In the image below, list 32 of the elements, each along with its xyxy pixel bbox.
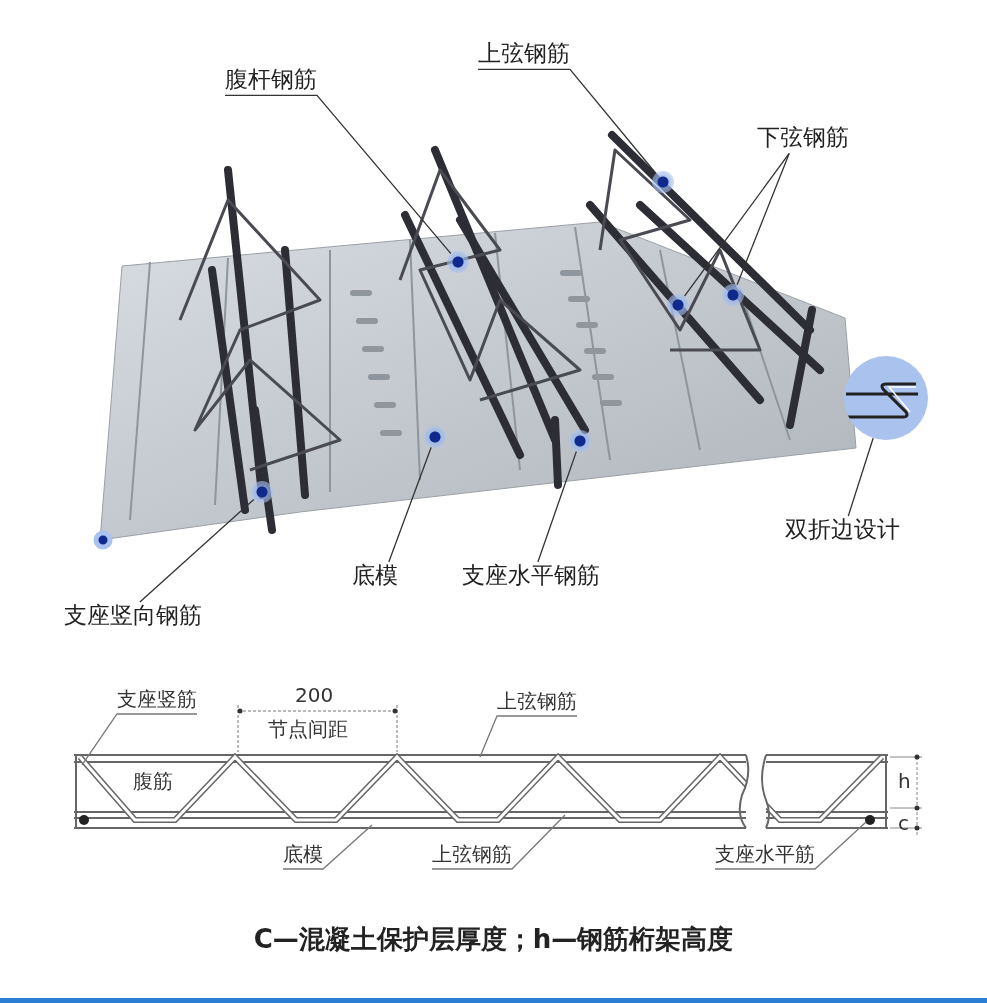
leader-line [736,152,790,286]
leader-line [81,713,198,766]
callout-label: 腹杆钢筋 [225,66,317,96]
callout-label: 支座水平钢筋 [462,562,600,592]
marker-dot [652,171,674,193]
leader-line [479,715,578,758]
part-label: 腹筋 [133,770,173,793]
leader-line [139,498,255,603]
callout-label: 上弦钢筋 [478,40,570,70]
dimension-symbol: c [898,812,909,835]
leader-line [714,821,867,870]
callout-label: 下弦钢筋 [757,124,849,154]
callout-label: 底模 [283,843,323,869]
dimension-symbol: h [898,770,911,793]
leader-line [282,824,373,870]
leader-line [537,450,578,563]
callout-label: 支座水平筋 [715,843,815,869]
callout-label: 上弦钢筋 [432,843,512,869]
leader-line [224,94,452,255]
dimension-label: 节点间距 [268,718,348,741]
leader-line [388,446,432,563]
dimension-value: 200 [295,684,334,707]
callout-label: 底模 [352,562,398,592]
leader-line [431,814,566,870]
callout-label: 上弦钢筋 [497,690,577,716]
callout-label: 支座竖向钢筋 [64,602,202,632]
caption: C—混凝土保护层厚度；h—钢筋桁架高度 [253,924,734,954]
leader-line [847,437,874,517]
callout-label: 双折边设计 [785,516,900,546]
leader-line [683,152,790,297]
callout-label: 支座竖筋 [117,688,197,714]
leader-line [477,68,657,175]
